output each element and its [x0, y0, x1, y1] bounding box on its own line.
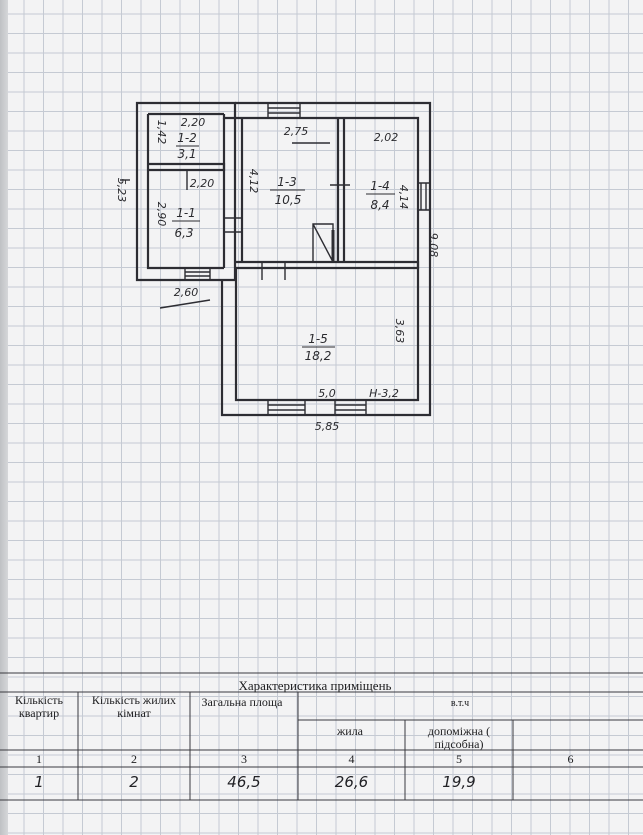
graph-paper-sheet	[8, 0, 643, 835]
header-apartments: Кількість квартир	[14, 693, 63, 720]
room-1-4-area: 8,4	[370, 198, 389, 212]
dim-50: 5,0	[318, 387, 336, 400]
room-1-2-area: 3,1	[177, 147, 196, 161]
window-annex	[184, 268, 211, 280]
dim-412: 4,12	[247, 169, 260, 194]
header-including: в.т.ч	[450, 698, 470, 709]
header-living-area: жила	[336, 724, 364, 738]
dim-260: 2,60	[174, 286, 199, 299]
column-number-4: 4	[348, 752, 355, 766]
value-total-area: 46,5	[227, 773, 261, 791]
value-living-area: 26,6	[334, 773, 369, 791]
annex-outer-wall	[135, 101, 237, 282]
dim-275: 2,75	[284, 125, 309, 138]
column-number-3: 3	[241, 752, 247, 766]
room-1-5-id: 1-5	[308, 332, 328, 346]
room-1-1-area: 6,3	[174, 226, 193, 240]
partition-1-2	[148, 162, 226, 172]
room-1-3-id: 1-3	[277, 175, 297, 189]
dim-202: 2,02	[374, 131, 399, 144]
table-grid	[0, 672, 643, 801]
window-right	[418, 182, 430, 211]
partition-1-5	[236, 260, 420, 270]
room-1-1-id: 1-1	[176, 206, 196, 220]
column-number-1: 1	[36, 752, 42, 766]
dim-220-mid: 2,20	[190, 177, 215, 190]
height-note: Н-3,2	[369, 387, 399, 400]
stove	[312, 223, 334, 263]
header-auxiliary-area: допоміжна ( підсобна)	[427, 724, 491, 751]
column-number-2: 2	[131, 752, 137, 766]
header-total-area: Загальна площа	[201, 695, 283, 709]
value-living-rooms: 2	[129, 773, 139, 791]
annex-inner-wall	[146, 114, 224, 270]
window-bottom-2	[334, 400, 367, 415]
dim-290: 2,90	[155, 202, 168, 227]
room-characteristics-table: Характеристика приміщень Кількість кварт…	[0, 672, 643, 835]
room-1-2-id: 1-2	[177, 131, 197, 145]
dim-142: 1,42	[155, 120, 168, 145]
dim-414: 4,14	[397, 185, 410, 210]
main-inner-wall	[234, 116, 420, 402]
room-1-3-area: 10,5	[275, 193, 302, 207]
window-bottom-1	[267, 400, 306, 415]
dim-line-260	[159, 299, 211, 309]
column-number-5: 5	[456, 752, 462, 766]
room-1-5-area: 18,2	[305, 349, 332, 363]
floor-plan: 1-2 3,1 1-1 6,3 1-3 10,5 1-4 8,4 1-5 18,…	[115, 101, 440, 433]
main-outer-wall	[220, 101, 432, 417]
dim-908: 9,08	[427, 233, 440, 258]
value-apartments: 1	[34, 773, 44, 791]
partition-annex	[222, 118, 244, 268]
room-1-4-id: 1-4	[370, 179, 390, 193]
door-1-5	[261, 262, 286, 280]
dim-363: 3,63	[393, 319, 406, 344]
header-living-rooms: Кількість жилих кімнат	[91, 693, 177, 720]
partition-1-3-1-4	[336, 118, 346, 262]
dim-523: 5,23	[115, 178, 128, 203]
dim-220-top: 2,20	[181, 116, 206, 129]
door-annex	[224, 217, 242, 233]
column-number-6: 6	[567, 752, 574, 766]
dim-585: 5,85	[315, 420, 340, 433]
window-top	[267, 103, 301, 118]
annex-top-join	[222, 114, 242, 120]
table-title: Характеристика приміщень	[238, 678, 392, 693]
value-auxiliary-area: 19,9	[442, 773, 476, 791]
